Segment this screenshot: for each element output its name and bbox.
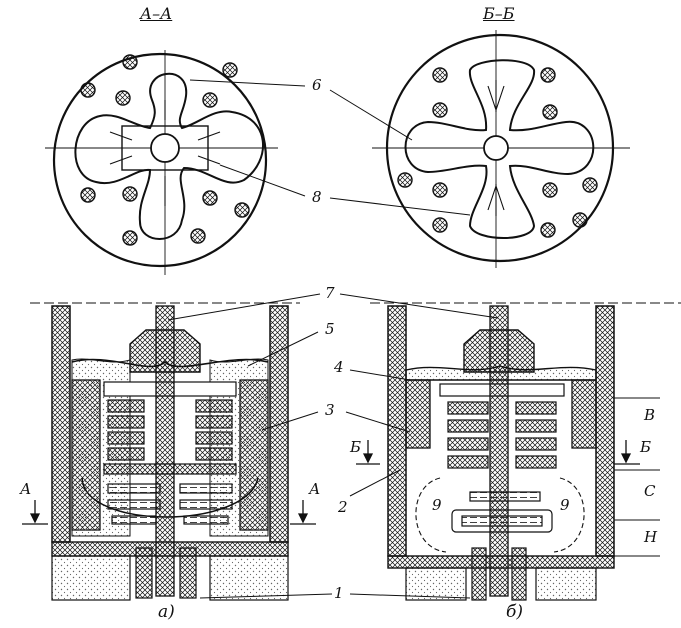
zone-label-upper: В	[644, 406, 656, 424]
bb-cross-inductor	[404, 59, 595, 239]
leader-lines-bottom	[167, 293, 499, 599]
a-tap-left	[135, 547, 153, 599]
section-label-aa: А–А	[140, 4, 173, 23]
furnace-section-a	[30, 302, 300, 601]
callout-6: 6	[312, 76, 322, 94]
callout-2: 2	[338, 498, 348, 516]
cut-mark-a-left: А	[20, 480, 32, 498]
caption-b: б)	[506, 602, 524, 622]
cut-markers	[22, 440, 640, 525]
cut-mark-a-right: А	[309, 480, 321, 498]
zone-label-middle: С	[644, 482, 656, 500]
a-tap-right	[179, 547, 197, 599]
zone-boundaries	[614, 397, 660, 557]
b-electrode-holder	[463, 329, 535, 373]
b-outer-wall-right	[595, 305, 615, 557]
zone-label-lower: Н	[644, 528, 658, 546]
b-tap-left	[471, 547, 487, 601]
b-upper-stack	[439, 383, 565, 469]
section-aa-view	[45, 50, 278, 275]
cut-mark-b-right: Б	[640, 438, 652, 456]
callout-5: 5	[325, 320, 335, 338]
b-brick-col-left	[405, 379, 431, 449]
callout-3: 3	[325, 401, 335, 419]
bb-flow-arrows	[438, 80, 556, 216]
callout-8: 8	[312, 188, 322, 206]
a-lower-plates	[107, 483, 233, 525]
b-circulation-loop	[415, 477, 585, 553]
caption-a: а)	[158, 602, 175, 622]
b-hearth	[387, 555, 615, 569]
a-electrode-holder	[129, 329, 201, 373]
bb-core	[483, 135, 509, 161]
section-label-bb: Б–Б	[483, 4, 515, 23]
a-base-right	[209, 555, 289, 601]
b-electrode-shaft	[489, 305, 509, 597]
a-hearth	[51, 541, 289, 557]
leader-lines-top	[189, 79, 471, 216]
callout-7: 7	[325, 284, 335, 302]
a-electrode-shaft	[155, 305, 175, 597]
aa-outer-circle	[52, 52, 268, 268]
callout-9-left: 9	[432, 496, 442, 514]
a-outer-wall-right	[269, 305, 289, 543]
aa-flow-arrows	[100, 100, 230, 206]
callout-9-right: 9	[560, 496, 570, 514]
aa-core	[150, 133, 180, 163]
bb-electrodes	[397, 67, 598, 238]
a-base-left	[51, 555, 131, 601]
callout-4: 4	[334, 358, 344, 376]
section-bb-view	[372, 30, 630, 268]
cut-mark-b-left: Б	[350, 438, 362, 456]
b-base-right	[535, 567, 597, 601]
b-outer-wall-left	[387, 305, 407, 557]
b-base-left	[405, 567, 467, 601]
callout-1: 1	[334, 584, 344, 602]
b-brick-col-right	[571, 379, 597, 449]
aa-electrodes	[80, 54, 250, 246]
furnace-section-b	[370, 302, 681, 601]
a-outer-wall-left	[51, 305, 71, 543]
b-tap-right	[511, 547, 527, 601]
aa-cross-inductor	[74, 72, 265, 240]
